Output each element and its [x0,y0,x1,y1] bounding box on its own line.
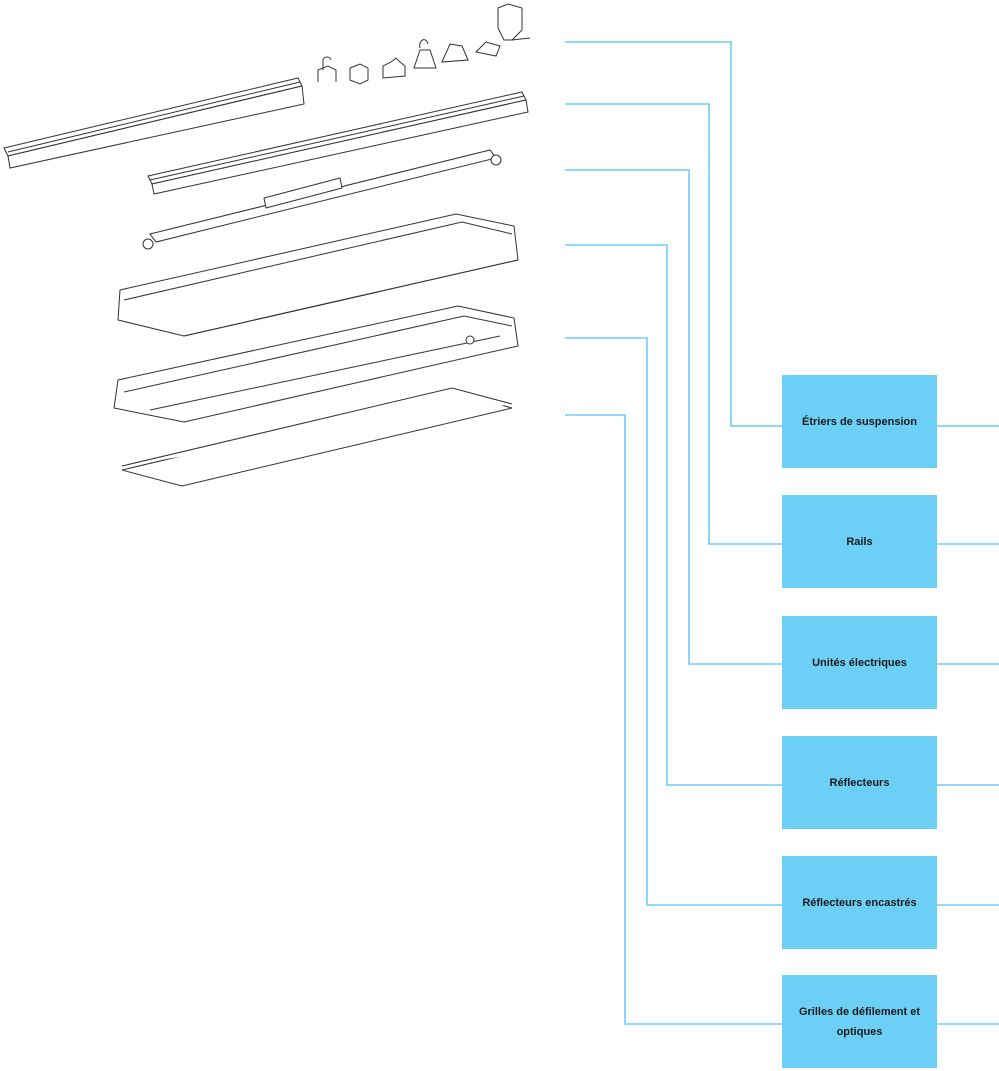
label-electrical-units: Unités électriques [782,616,937,709]
leader-line-suspension [565,41,782,427]
label-rails: Rails [782,495,937,588]
label-recessed-reflectors: Réflecteurs encastrés [782,856,937,949]
label-louvres-optics: Grilles de défilement et optiques [782,975,937,1068]
rail-icon [3,77,305,169]
label-suspension-brackets: Étriers de suspension [782,375,937,468]
label-rails-text: Rails [846,535,873,548]
label-suspension-brackets-text: Étriers de suspension [802,415,917,428]
leader-line-electrical [565,169,782,665]
reflector-icon [117,213,519,337]
label-electrical-units-text: Unités électriques [812,656,907,669]
leader-line-rails [565,103,782,545]
suspension-brackets-icon [317,3,531,85]
rail-second-icon [147,91,529,195]
electrical-unit-icon [142,149,502,250]
label-reflectors-text: Réflecteurs [829,776,890,789]
leader-line-recessed [565,337,782,906]
label-louvres-optics-text: Grilles de défilement et optiques [798,1005,921,1038]
recessed-reflector-icon [113,305,519,423]
louvre-grid-icon [121,387,513,487]
label-recessed-reflectors-text: Réflecteurs encastrés [802,896,917,909]
leader-line-louvres [565,414,782,1025]
label-reflectors: Réflecteurs [782,736,937,829]
leader-line-reflectors [565,244,782,786]
